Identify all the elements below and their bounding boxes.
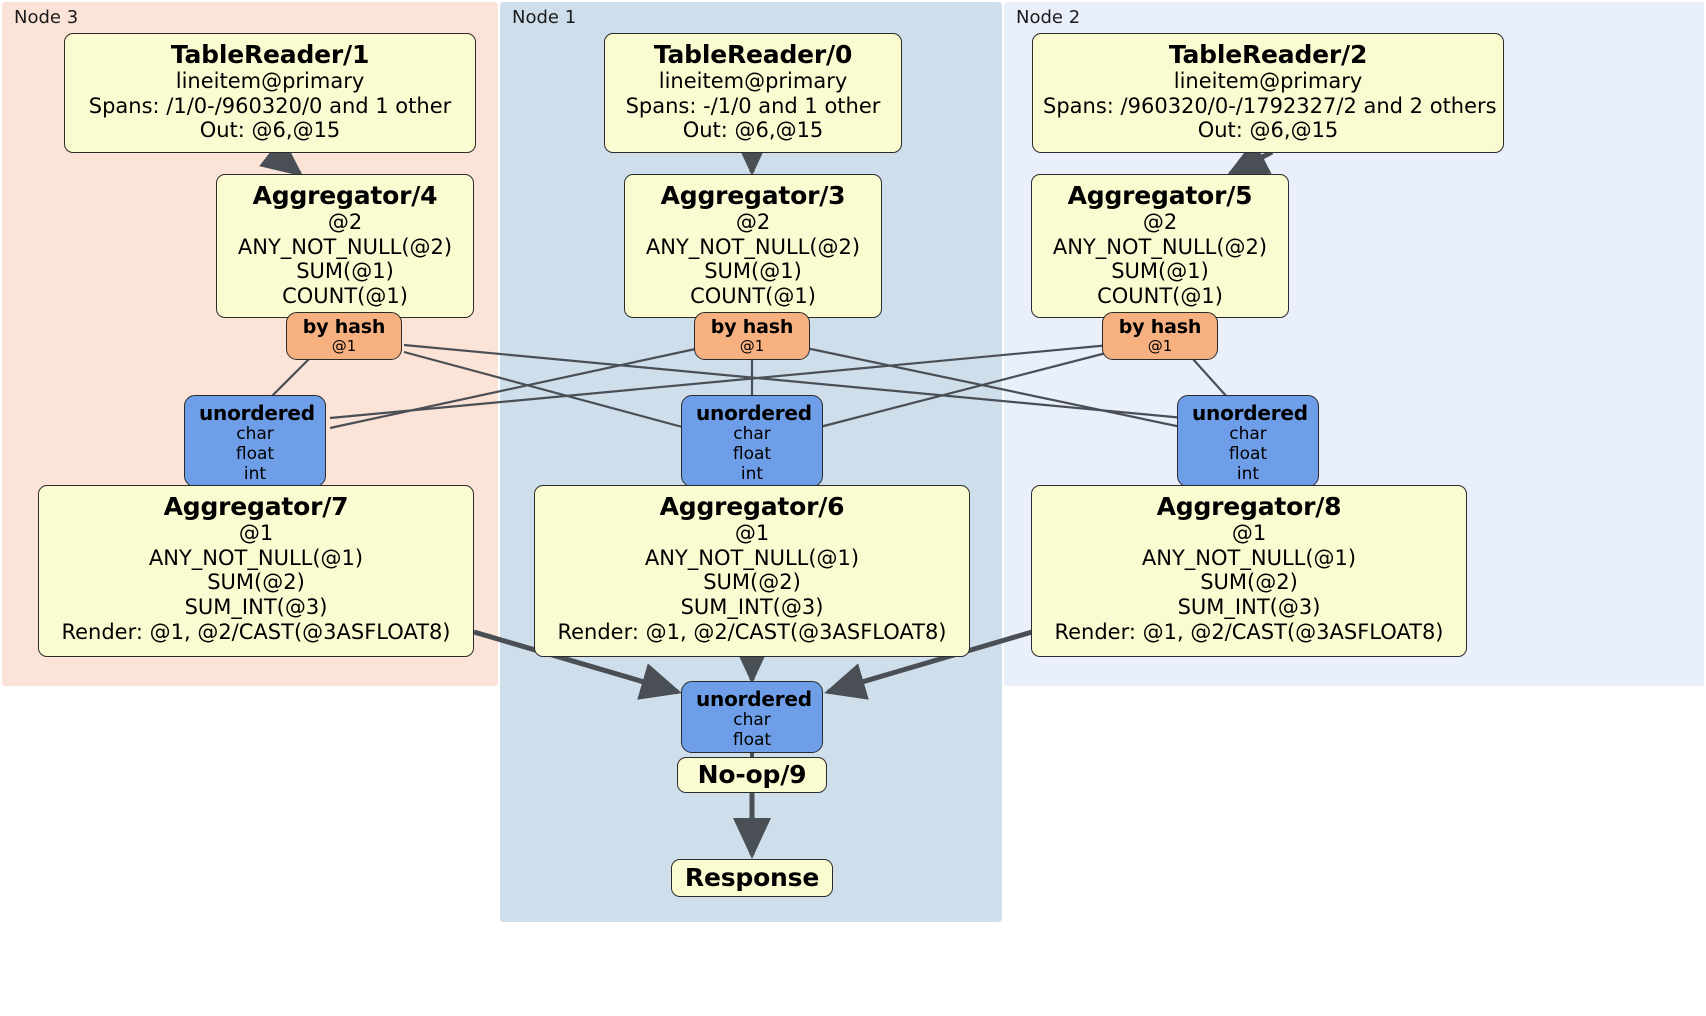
processor-aggregator-6[interactable]: Aggregator/6 @1 ANY_NOT_NULL(@1) SUM(@2)…: [534, 485, 970, 657]
router-title: by hash: [302, 316, 386, 338]
processor-detail: Render: @1, @2/CAST(@3ASFLOAT8): [557, 619, 947, 644]
synchronizer-type: char: [733, 424, 771, 445]
processor-detail: SUM_INT(@3): [184, 594, 328, 619]
processor-title: Aggregator/5: [1067, 181, 1253, 210]
processor-detail: ANY_NOT_NULL(@2): [237, 234, 453, 259]
router-by-hash-3[interactable]: by hash @1: [694, 312, 810, 360]
processor-detail: @2: [327, 210, 363, 235]
processor-title: Aggregator/7: [163, 492, 349, 521]
processor-detail: SUM(@1): [296, 259, 394, 284]
processor-detail: SUM_INT(@3): [680, 594, 824, 619]
processor-detail: SUM(@1): [704, 259, 802, 284]
router-by-hash-4[interactable]: by hash @1: [286, 312, 402, 360]
processor-detail: @2: [1142, 210, 1178, 235]
processor-aggregator-5[interactable]: Aggregator/5 @2 ANY_NOT_NULL(@2) SUM(@1)…: [1031, 174, 1289, 318]
synchronizer-unordered-8[interactable]: unordered char float int: [1177, 395, 1319, 487]
synchronizer-type: float: [235, 444, 275, 465]
processor-table-reader-0[interactable]: TableReader/0 lineitem@primary Spans: -/…: [604, 33, 902, 153]
synchronizer-type: float: [732, 730, 772, 751]
processor-title: Aggregator/8: [1156, 492, 1342, 521]
processor-detail: @1: [734, 521, 770, 546]
processor-title: Aggregator/3: [660, 181, 846, 210]
processor-detail: Out: @6,@15: [1197, 118, 1339, 143]
processor-detail: Out: @6,@15: [682, 118, 824, 143]
processor-detail: SUM_INT(@3): [1177, 594, 1321, 619]
region-node-2-label: Node 2: [1016, 7, 1081, 28]
synchronizer-title: unordered: [1192, 401, 1308, 425]
processor-detail: @2: [735, 210, 771, 235]
processor-detail: @1: [238, 521, 274, 546]
processor-detail: COUNT(@1): [282, 283, 408, 308]
processor-title: Aggregator/4: [252, 181, 438, 210]
processor-title: Response: [684, 863, 820, 893]
synchronizer-title: unordered: [696, 401, 812, 425]
processor-detail: lineitem@primary: [1173, 69, 1363, 94]
synchronizer-unordered-final[interactable]: unordered char float: [681, 681, 823, 753]
synchronizer-type: float: [1228, 444, 1268, 465]
processor-detail: Render: @1, @2/CAST(@3ASFLOAT8): [1054, 619, 1444, 644]
processor-detail: ANY_NOT_NULL(@2): [645, 234, 861, 259]
processor-detail: Out: @6,@15: [199, 118, 341, 143]
processor-title: TableReader/2: [1168, 40, 1368, 69]
processor-detail: Spans: /960320/0-/1792327/2 and 2 others: [1043, 93, 1497, 118]
synchronizer-unordered-7[interactable]: unordered char float int: [184, 395, 326, 487]
processor-detail: ANY_NOT_NULL(@1): [1141, 545, 1357, 570]
processor-detail: SUM(@1): [1111, 259, 1209, 284]
processor-detail: lineitem@primary: [658, 69, 848, 94]
router-by-hash-5[interactable]: by hash @1: [1102, 312, 1218, 360]
router-detail: @1: [331, 337, 357, 356]
processor-detail: ANY_NOT_NULL(@2): [1052, 234, 1268, 259]
region-node-3-label: Node 3: [14, 7, 79, 28]
router-title: by hash: [710, 316, 794, 338]
region-node-1-label: Node 1: [512, 7, 577, 28]
synchronizer-type: char: [1229, 424, 1267, 445]
processor-detail: Spans: /1/0-/960320/0 and 1 other: [88, 93, 452, 118]
processor-detail: Render: @1, @2/CAST(@3ASFLOAT8): [61, 619, 451, 644]
processor-title: No-op/9: [697, 760, 807, 790]
processor-detail: ANY_NOT_NULL(@1): [148, 545, 364, 570]
synchronizer-type: int: [1236, 464, 1260, 485]
processor-detail: COUNT(@1): [690, 283, 816, 308]
processor-detail: ANY_NOT_NULL(@1): [644, 545, 860, 570]
processor-no-op-9[interactable]: No-op/9: [677, 757, 827, 793]
processor-title: TableReader/0: [653, 40, 853, 69]
synchronizer-type: int: [740, 464, 764, 485]
processor-detail: SUM(@2): [207, 570, 305, 595]
router-title: by hash: [1118, 316, 1202, 338]
processor-detail: Spans: -/1/0 and 1 other: [625, 93, 881, 118]
processor-title: Aggregator/6: [659, 492, 845, 521]
processor-aggregator-8[interactable]: Aggregator/8 @1 ANY_NOT_NULL(@1) SUM(@2)…: [1031, 485, 1467, 657]
synchronizer-title: unordered: [696, 687, 812, 711]
processor-aggregator-7[interactable]: Aggregator/7 @1 ANY_NOT_NULL(@1) SUM(@2)…: [38, 485, 474, 657]
synchronizer-type: float: [732, 444, 772, 465]
processor-detail: lineitem@primary: [175, 69, 365, 94]
router-detail: @1: [1147, 337, 1173, 356]
synchronizer-type: char: [733, 710, 771, 731]
synchronizer-type: char: [236, 424, 274, 445]
processor-table-reader-1[interactable]: TableReader/1 lineitem@primary Spans: /1…: [64, 33, 476, 153]
router-detail: @1: [739, 337, 765, 356]
synchronizer-type: int: [243, 464, 267, 485]
processor-detail: COUNT(@1): [1097, 283, 1223, 308]
synchronizer-unordered-6[interactable]: unordered char float int: [681, 395, 823, 487]
processor-detail: SUM(@2): [703, 570, 801, 595]
processor-table-reader-2[interactable]: TableReader/2 lineitem@primary Spans: /9…: [1032, 33, 1504, 153]
synchronizer-title: unordered: [199, 401, 315, 425]
processor-detail: SUM(@2): [1200, 570, 1298, 595]
processor-aggregator-4[interactable]: Aggregator/4 @2 ANY_NOT_NULL(@2) SUM(@1)…: [216, 174, 474, 318]
processor-detail: @1: [1231, 521, 1267, 546]
processor-response[interactable]: Response: [671, 859, 833, 897]
processor-aggregator-3[interactable]: Aggregator/3 @2 ANY_NOT_NULL(@2) SUM(@1)…: [624, 174, 882, 318]
processor-title: TableReader/1: [170, 40, 370, 69]
